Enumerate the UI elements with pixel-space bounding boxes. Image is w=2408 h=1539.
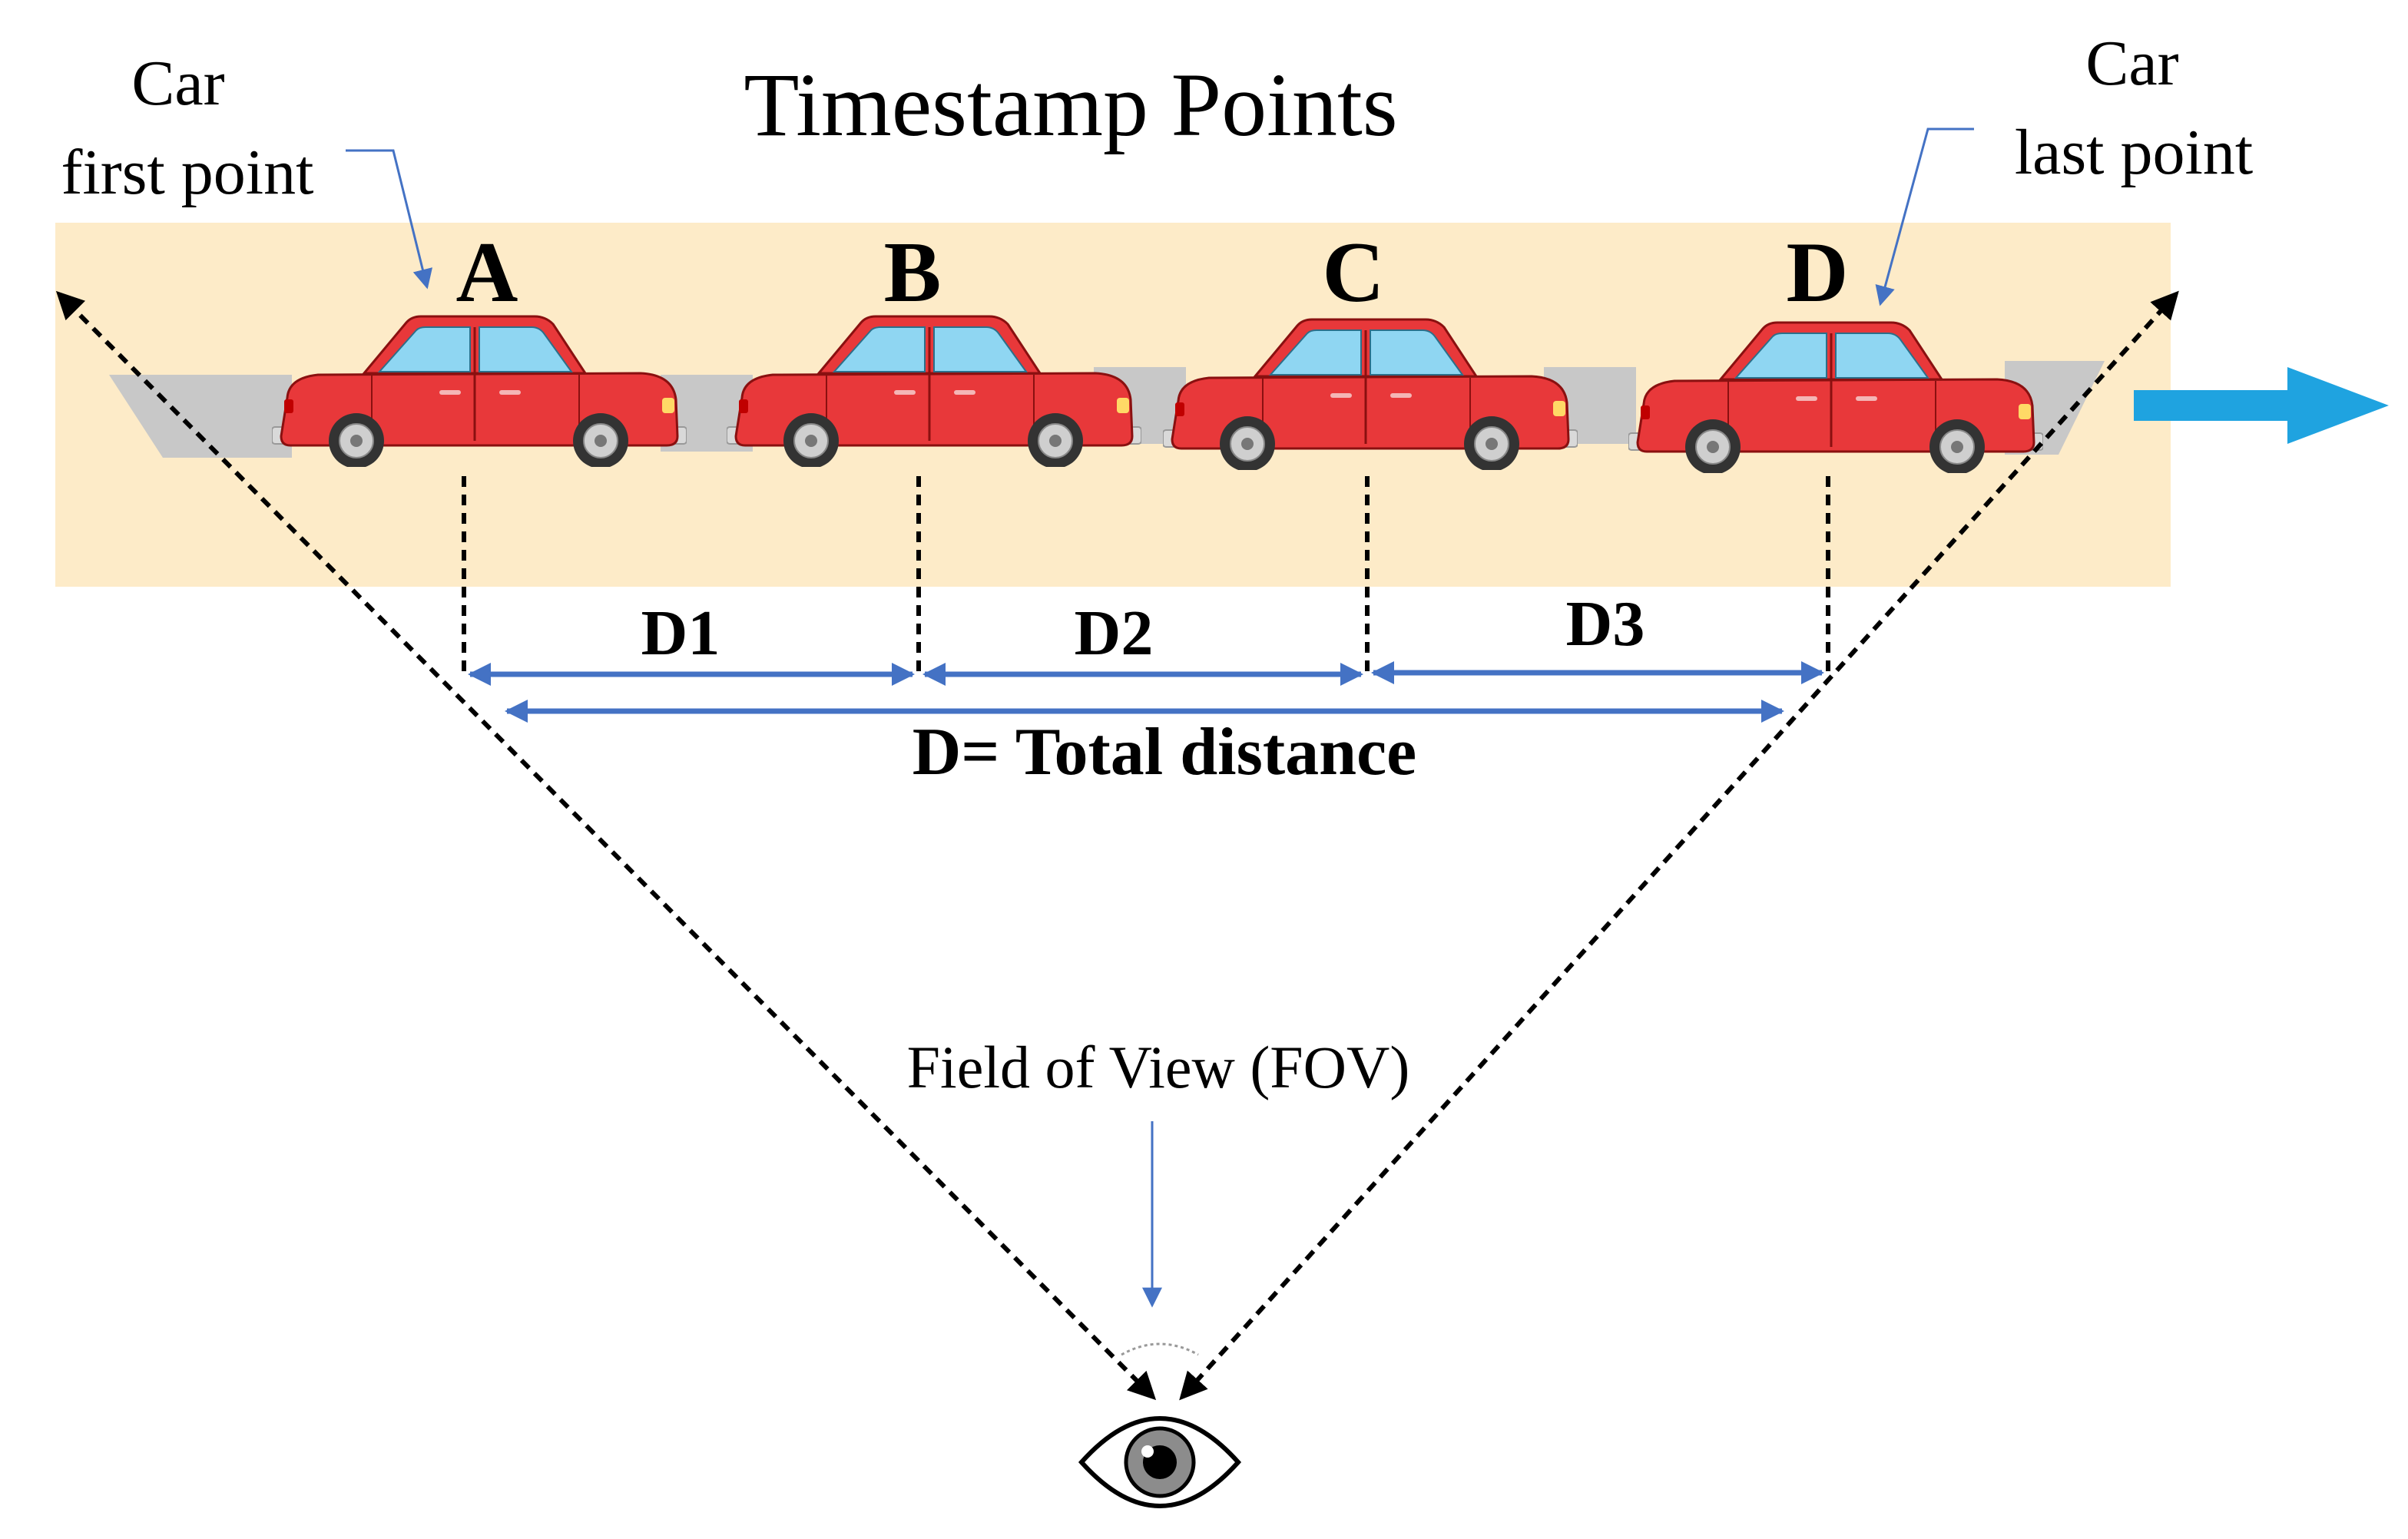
segment-label-d2: D2 — [1075, 597, 1154, 669]
callout-last-line1: Car — [2085, 28, 2178, 99]
fov-line-right — [1179, 290, 2179, 1401]
callout-first-arrow — [346, 149, 433, 290]
point-label-c: C — [1323, 225, 1385, 320]
callout-first-line1: Car — [131, 48, 224, 119]
right-arrow-icon — [2134, 367, 2389, 444]
point-label-b: B — [884, 225, 942, 320]
segment-label-d1: D1 — [641, 597, 720, 669]
callout-first-line2: first point — [61, 137, 314, 208]
callout-last-line2: last point — [2015, 117, 2253, 188]
eye-icon — [1078, 1342, 1242, 1508]
fov-label: Field of View (FOV) — [907, 1034, 1410, 1100]
point-label-a: A — [456, 225, 518, 320]
callout-last-arrow — [1875, 127, 1974, 306]
fov-line-left — [55, 290, 1157, 1401]
total-distance-label: D= Total distance — [913, 715, 1416, 789]
diagram-title: Timestamp Points — [744, 55, 1397, 155]
segment-label-d3: D3 — [1566, 588, 1645, 660]
point-label-d: D — [1787, 225, 1849, 320]
